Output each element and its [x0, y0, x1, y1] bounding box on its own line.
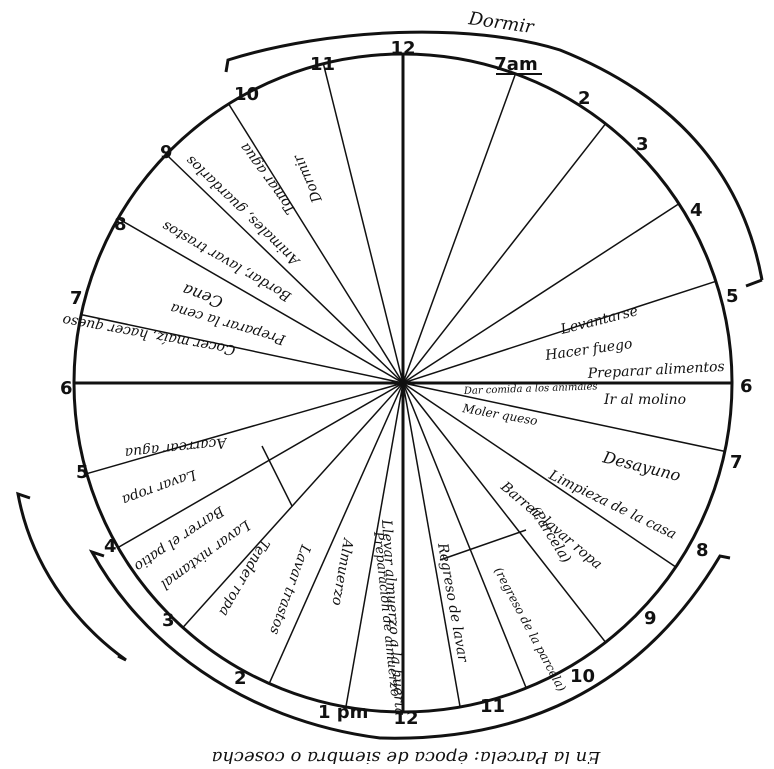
spoke-15 [117, 382, 404, 549]
spoke-4 [402, 280, 717, 384]
spoke-2 [402, 123, 607, 384]
hour-label-l11: 11 [310, 54, 335, 75]
activity-regreso-lavar: Regreso de lavar [434, 541, 471, 665]
spoke-6 [402, 382, 725, 453]
activity-dormir: Dormir [290, 151, 326, 206]
hour-label-l9: 9 [160, 142, 173, 163]
activity-lavar-ropa: Lavar ropa [120, 466, 199, 508]
spoke-7 [402, 382, 677, 568]
activity-moler-queso: Moler queso [460, 401, 538, 428]
left-bracket-outer [16, 491, 127, 662]
activity-acarrear-agua: Acarrear agua [124, 434, 229, 461]
arrow-left [261, 445, 293, 507]
hour-spokes [74, 54, 732, 712]
hour-label-l3: 3 [162, 610, 175, 631]
hour-label-r6: 6 [740, 376, 753, 397]
activity-desayuno: Desayuno [600, 447, 683, 485]
activity-preparar-alimentos: Preparar alimentos [586, 359, 725, 382]
hour-label-l7: 7 [70, 288, 83, 309]
activity-ir-molino: Ir al molino [603, 392, 686, 408]
hour-label-l5: 5 [76, 462, 89, 483]
hour-label-l4: 4 [104, 536, 117, 557]
spoke-8 [402, 382, 607, 643]
activity-levantarse: Levantarse [558, 303, 639, 338]
hour-label-r9: 9 [644, 608, 657, 629]
spoke-9 [402, 382, 527, 689]
spoke-3 [402, 203, 680, 384]
spoke-19 [117, 217, 404, 384]
hour-label-r5: 5 [726, 286, 739, 307]
spoke-21 [228, 103, 404, 384]
hour-label-r11: 11 [480, 696, 505, 717]
hour-label-1pm: 1 pm [318, 702, 368, 723]
spoke-14 [182, 382, 404, 629]
spoke-12 [345, 382, 404, 708]
sleep-arc-end [745, 278, 763, 288]
hour-label-r8: 8 [696, 540, 709, 561]
hour-label-r10: 10 [570, 666, 595, 687]
spoke-22 [322, 63, 404, 384]
activity-almuerzo: Almuerzo [328, 535, 356, 606]
hour-label-r2: 2 [578, 88, 591, 109]
hour-label-l2: 2 [234, 668, 247, 689]
spoke-16 [86, 382, 404, 475]
activity-dar-comida: Dar comida a los animales [463, 381, 598, 397]
spoke-18 [81, 313, 404, 384]
hour-label-r7: 7 [730, 452, 743, 473]
sleep-arc [224, 30, 764, 281]
hour-label-7am: 7am [494, 54, 537, 75]
field-arc-label: En la Parcela: época de siembra o cosech… [212, 747, 602, 764]
activity-hacer-fuego: Hacer fuego [543, 336, 633, 364]
hour-label-bottom-12: 12 [393, 708, 418, 729]
hour-label-l10: 10 [234, 84, 259, 105]
hour-label-r4: 4 [690, 200, 703, 221]
spoke-13 [268, 382, 404, 684]
hour-label-l8: 8 [114, 214, 127, 235]
arrow-right [439, 529, 527, 561]
hour-label-l6: 6 [60, 378, 73, 399]
spoke-20 [165, 153, 404, 384]
activity-lavar-trastes: Lavar trastos [266, 542, 314, 637]
spoke-1 [402, 73, 517, 384]
hour-label-r3: 3 [636, 134, 649, 155]
field-arc [88, 549, 731, 740]
hour-label-top-12: 12 [390, 38, 415, 59]
spoke-10 [402, 382, 461, 708]
